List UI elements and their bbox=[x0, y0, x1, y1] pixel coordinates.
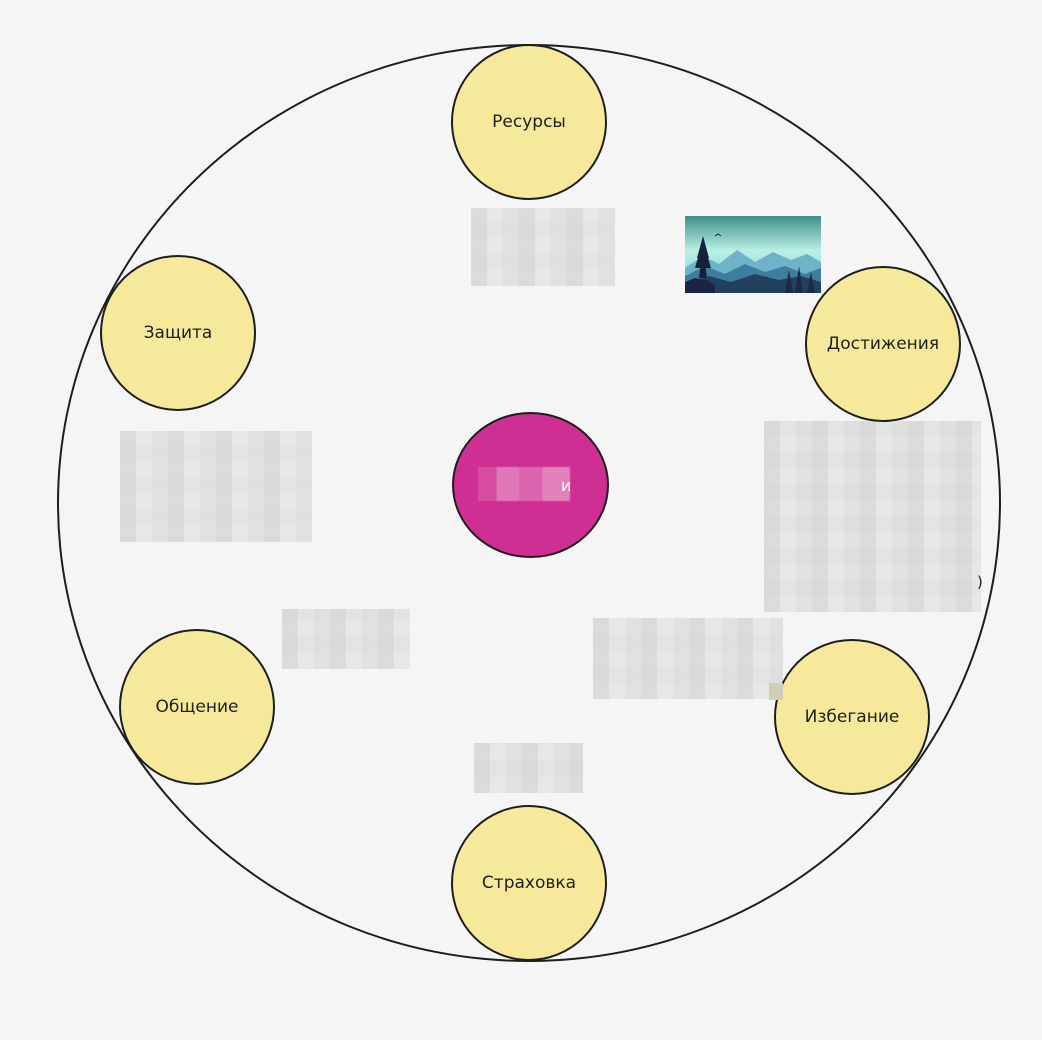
center-node[interactable] bbox=[452, 412, 609, 558]
node-communication[interactable]: Общение bbox=[119, 629, 275, 785]
mountain-landscape-image bbox=[685, 216, 821, 293]
stray-text-glyph: ) bbox=[977, 573, 983, 591]
blurred-text-protection bbox=[120, 431, 312, 542]
node-protection-label: Защита bbox=[143, 323, 213, 343]
node-avoidance[interactable]: Избегание bbox=[774, 639, 930, 795]
small-chip bbox=[769, 683, 783, 700]
node-avoidance-label: Избегание bbox=[804, 707, 900, 727]
blurred-text-avoidance bbox=[593, 618, 783, 699]
node-resources[interactable]: Ресурсы bbox=[451, 44, 607, 200]
blurred-text-achievements bbox=[764, 421, 981, 612]
node-insurance[interactable]: Страховка bbox=[451, 805, 607, 961]
node-protection[interactable]: Защита bbox=[100, 255, 256, 411]
blurred-text-communication bbox=[282, 609, 410, 669]
node-resources-label: Ресурсы bbox=[492, 112, 566, 132]
node-communication-label: Общение bbox=[155, 697, 239, 717]
landscape-icon bbox=[685, 216, 821, 293]
center-label-glyph: и bbox=[561, 476, 572, 495]
node-insurance-label: Страховка bbox=[481, 873, 577, 893]
node-achievements[interactable]: Достижения bbox=[805, 266, 961, 422]
node-achievements-label: Достижения bbox=[826, 334, 940, 354]
blurred-text-insurance bbox=[474, 743, 583, 793]
center-blurred-label bbox=[478, 467, 570, 501]
blurred-text-resources bbox=[471, 208, 615, 286]
